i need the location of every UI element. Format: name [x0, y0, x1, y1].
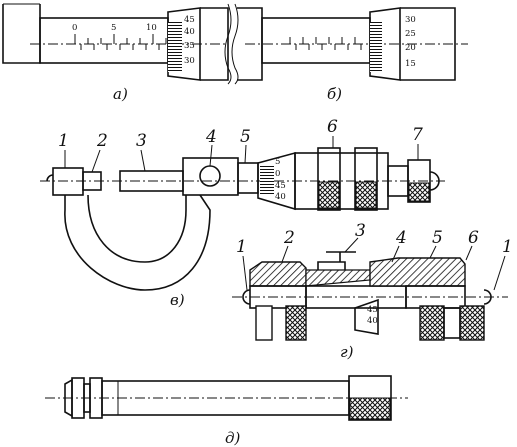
- caption-d: д): [225, 429, 241, 447]
- thimble-v-label-40: 40: [275, 192, 286, 202]
- view-v-micrometer: 5 0 45 40 1 2 3 4 5 6 7 в): [40, 117, 445, 309]
- thimble-a-label-35: 35: [184, 41, 195, 51]
- caption-b: б): [327, 85, 342, 103]
- caption-g: г): [340, 343, 354, 361]
- thimble-a-label-30: 30: [184, 56, 195, 66]
- callout-g-1-right: 1: [502, 237, 513, 257]
- callout-g-4: 4: [395, 228, 407, 248]
- sleeve-scale-ticks-b: [289, 37, 362, 50]
- sleeve-scale-ticks-a: [74, 34, 167, 50]
- callout-g-1-left: 1: [236, 237, 247, 257]
- sleeve-label-0: 0: [72, 23, 77, 33]
- view-a-scale-reading: 0 5 10 45 40 35 30 а): [2, 3, 232, 103]
- thimble-b-label-30: 30: [405, 15, 416, 25]
- callout-v-5: 5: [240, 127, 251, 147]
- callout-v-4: 4: [205, 127, 217, 147]
- thimble-a-label-45: 45: [184, 15, 195, 25]
- sleeve-label-10: 10: [146, 23, 157, 33]
- caption-a: а): [113, 85, 128, 103]
- callout-v-3: 3: [136, 131, 147, 151]
- callout-g-5: 5: [432, 228, 443, 248]
- thimble-a-label-40: 40: [184, 27, 195, 37]
- callout-v-2: 2: [96, 131, 108, 151]
- callout-g-3: 3: [355, 221, 366, 241]
- callout-g-2: 2: [283, 228, 295, 248]
- thimble-v-label-0: 0: [275, 169, 280, 179]
- callout-g-6: 6: [468, 228, 479, 248]
- thimble-b-label-25: 25: [405, 29, 416, 39]
- thimble-v-label-45: 45: [275, 181, 286, 191]
- callout-v-7: 7: [412, 125, 423, 145]
- thimble-g-label-45: 45: [367, 305, 378, 315]
- view-g-cross-section: 45 40 1 2 3 4 5 6 1 г): [232, 221, 513, 361]
- view-d-setting-gauge: д): [45, 375, 408, 447]
- thimble-v-label-5: 5: [275, 157, 280, 167]
- thimble-g-label-40: 40: [367, 316, 378, 326]
- callout-v-6: 6: [327, 117, 338, 137]
- sleeve-label-5: 5: [111, 23, 116, 33]
- view-b-scale-reading: 30 25 20 15 б): [231, 3, 468, 103]
- thimble-b-label-20: 20: [405, 43, 416, 53]
- callout-v-1: 1: [58, 131, 69, 151]
- caption-v: в): [170, 291, 185, 309]
- thimble-b-label-15: 15: [405, 59, 416, 69]
